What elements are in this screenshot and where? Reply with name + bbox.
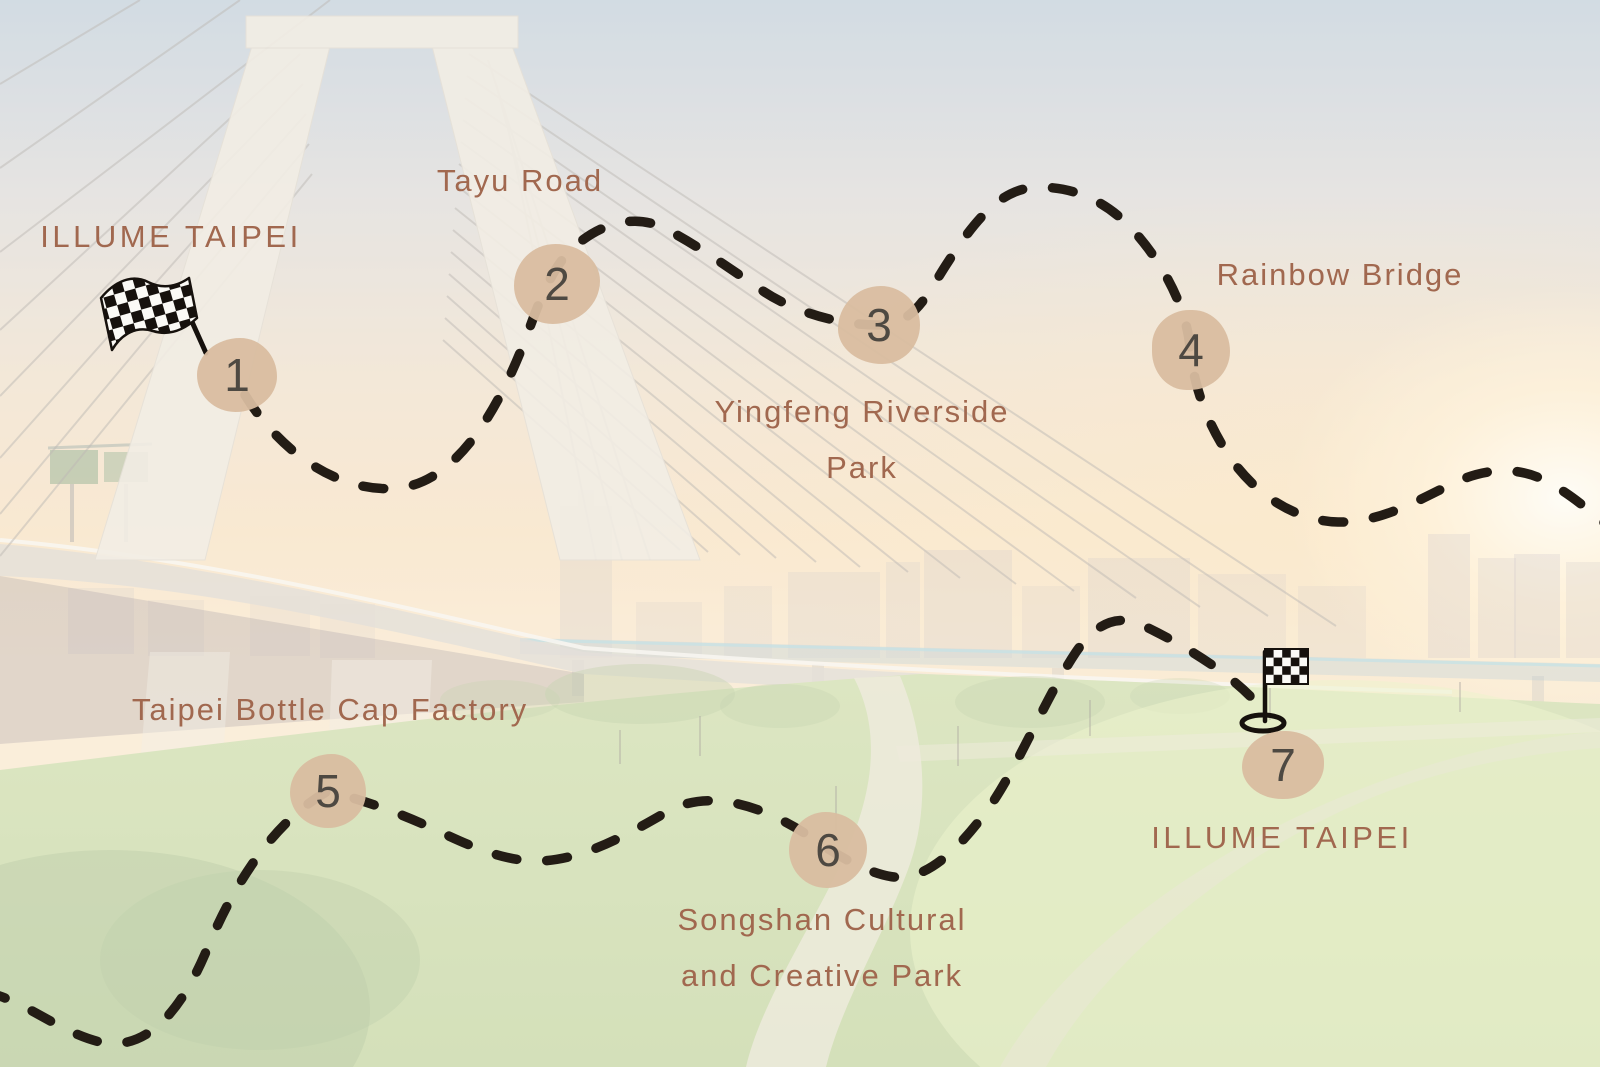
route-segment-bottom bbox=[0, 615, 1255, 1049]
stop-number: 5 bbox=[315, 765, 341, 817]
checkered-flag-icon bbox=[99, 276, 209, 356]
riverside-park bbox=[0, 664, 1600, 1067]
stop-marker-7: 7 bbox=[1242, 731, 1324, 799]
stop-number: 3 bbox=[866, 299, 892, 351]
stop-label-rainbow-bridge: Rainbow Bridge bbox=[1216, 257, 1464, 292]
stop-number: 2 bbox=[544, 258, 570, 310]
stop-label-yingfeng-riverside-park: Yingfeng Riverside Park bbox=[714, 394, 1010, 485]
stop-marker-2: 2 bbox=[514, 244, 600, 324]
stop-number: 1 bbox=[224, 349, 250, 401]
stop-marker-3: 3 bbox=[838, 286, 920, 364]
route-segment-top bbox=[240, 182, 1600, 527]
stop-label-songshan-cultural-creative-park: Songshan Cultural and Creative Park bbox=[677, 902, 967, 993]
stop-marker-6: 6 bbox=[789, 812, 867, 888]
dashed-route-path bbox=[0, 182, 1600, 1049]
stop-label-illume-taipei-finish: ILLUME TAIPEI bbox=[1151, 820, 1413, 855]
stop-number: 6 bbox=[815, 824, 841, 876]
stop-marker-5: 5 bbox=[290, 754, 366, 828]
stop-label-illume-taipei-start: ILLUME TAIPEI bbox=[40, 219, 302, 254]
stop-marker-1: 1 bbox=[197, 338, 277, 412]
stop-marker-4: 4 bbox=[1152, 310, 1230, 390]
stop-label-taipei-bottle-cap-factory: Taipei Bottle Cap Factory bbox=[131, 692, 529, 727]
stop-label-tayu-road: Tayu Road bbox=[436, 163, 604, 198]
checkered-finish-flag-icon bbox=[1239, 648, 1309, 734]
stop-number: 4 bbox=[1178, 324, 1204, 376]
stop-number: 7 bbox=[1270, 739, 1296, 791]
